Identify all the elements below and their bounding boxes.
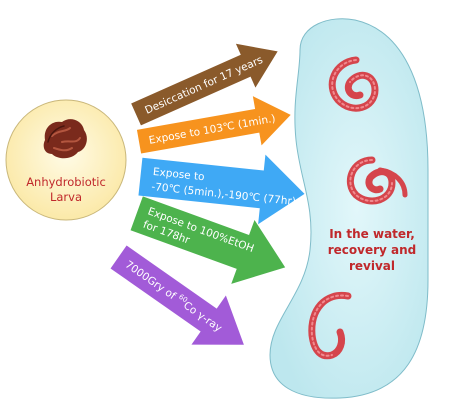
arrow-cold-label-1: Expose to <box>152 166 205 183</box>
dried-larva <box>43 119 87 159</box>
revived-larva-bottom <box>308 291 352 360</box>
revived-larva-middle <box>347 156 408 205</box>
result-line-2: recovery and <box>328 243 417 257</box>
result-line-1: In the water, <box>329 227 415 241</box>
anhydrobiotic-circle <box>5 99 127 221</box>
larva-label-1: Anhydrobiotic <box>26 175 106 189</box>
revived-larva-top <box>328 56 379 112</box>
arrow-gamma-label: 7000Gry of 60Co γ-ray <box>123 257 225 335</box>
result-line-3: revival <box>349 259 395 273</box>
water-container <box>269 18 429 399</box>
larva-label-2: Larva <box>50 190 82 204</box>
arrow-desiccation-label: Desiccation for 17 years <box>143 54 265 117</box>
arrow-cold: Expose to -70℃ (5min.),-190℃ (77hr) <box>138 154 305 225</box>
